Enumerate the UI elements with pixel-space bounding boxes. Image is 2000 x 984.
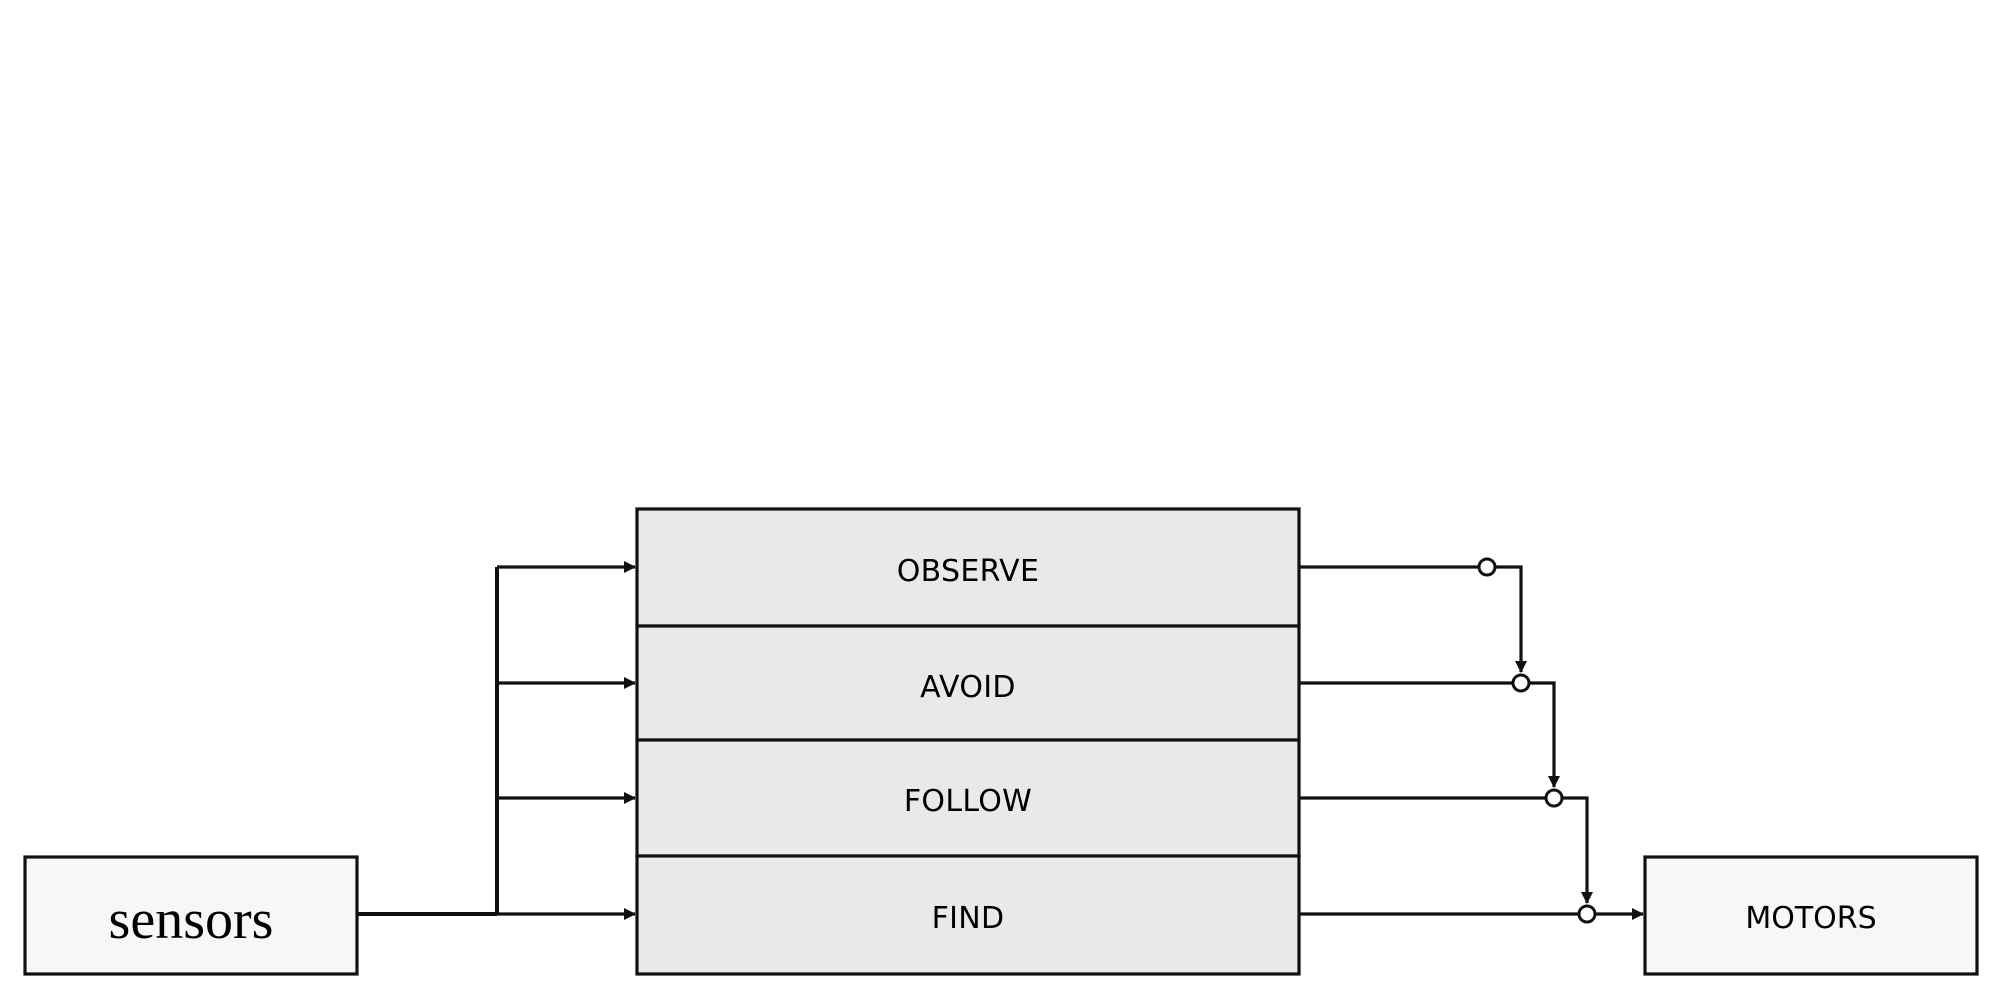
find-suppression-node (1577, 904, 1597, 924)
layer-find-label: FIND (932, 901, 1005, 936)
layer-avoid-box (635, 624, 1301, 742)
sensor-input-connectors (357, 561, 636, 920)
sensors-box (23, 855, 359, 976)
avoid-to-follow-arrow (1529, 681, 1560, 788)
layer-find-box (635, 854, 1301, 976)
motors-label: MOTORS (1745, 901, 1876, 936)
layer-observe-label: OBSERVE (897, 554, 1039, 589)
observe-to-avoid-arrow (1495, 565, 1527, 673)
avoid-suppression-node (1511, 673, 1531, 693)
layer-follow-box (635, 738, 1301, 858)
follow-to-find-arrow (1562, 796, 1593, 904)
layer-follow-label: FOLLOW (904, 784, 1032, 819)
follow-suppression-node (1544, 788, 1564, 808)
layer-observe-box (635, 507, 1301, 628)
sensors-label: sensors (109, 889, 274, 951)
layer-stack: OBSERVE AVOID FOLLOW FIND (635, 507, 1301, 976)
observe-suppression-node (1477, 557, 1497, 577)
layer-avoid-label: AVOID (920, 670, 1016, 705)
motors-box (1643, 855, 1979, 976)
output-connectors (1299, 557, 1644, 924)
